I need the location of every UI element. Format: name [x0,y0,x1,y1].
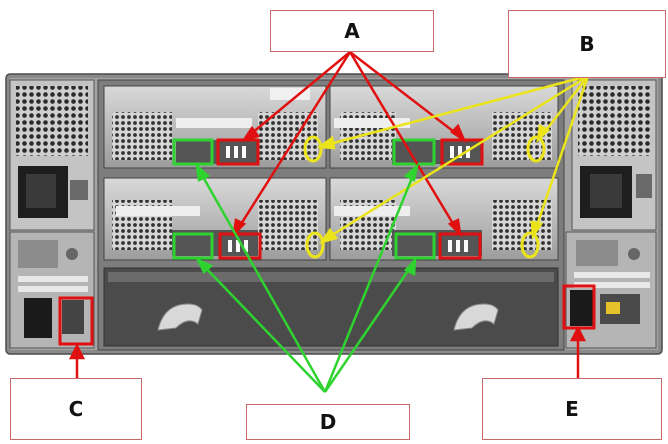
red-port-box-1 [216,138,260,166]
yellow-callout-group [303,135,546,259]
yellow-led-oval-2 [526,135,546,163]
green-port-box-2 [392,138,436,166]
callout-label-a-text: A [344,19,360,43]
right-power-supply [571,79,657,231]
yellow-arrows-b [316,74,590,245]
callout-label-b: B [508,10,666,78]
callout-label-a: A [270,10,434,52]
callout-label-e-text: E [565,397,579,421]
bottom-drawer [103,267,559,347]
io-module-bottom-left [103,177,327,261]
green-arrows-d [195,162,420,393]
callout-label-c-text: C [68,397,84,421]
red-arrows-a [232,51,467,238]
green-port-box-4 [394,232,436,260]
yellow-led-oval-3 [305,231,325,259]
left-controller-module [9,231,95,349]
io-module-top-right [270,85,559,169]
callout-label-b-text: B [579,32,595,56]
green-port-box-3 [172,232,214,260]
callout-label-d-text: D [319,410,337,434]
yellow-led-oval-1 [303,135,323,163]
red-port-box-3 [218,232,262,260]
red-arrows-c-e [68,325,587,378]
green-port-box-1 [172,138,214,166]
red-port-box-c [58,296,94,346]
callout-label-c: C [10,378,142,440]
callout-label-e: E [482,378,662,440]
left-power-supply [9,79,95,231]
yellow-led-oval-4 [520,231,540,259]
io-module-bottom-right [329,177,559,261]
green-callout-group [172,138,436,260]
callout-label-d: D [246,404,410,440]
